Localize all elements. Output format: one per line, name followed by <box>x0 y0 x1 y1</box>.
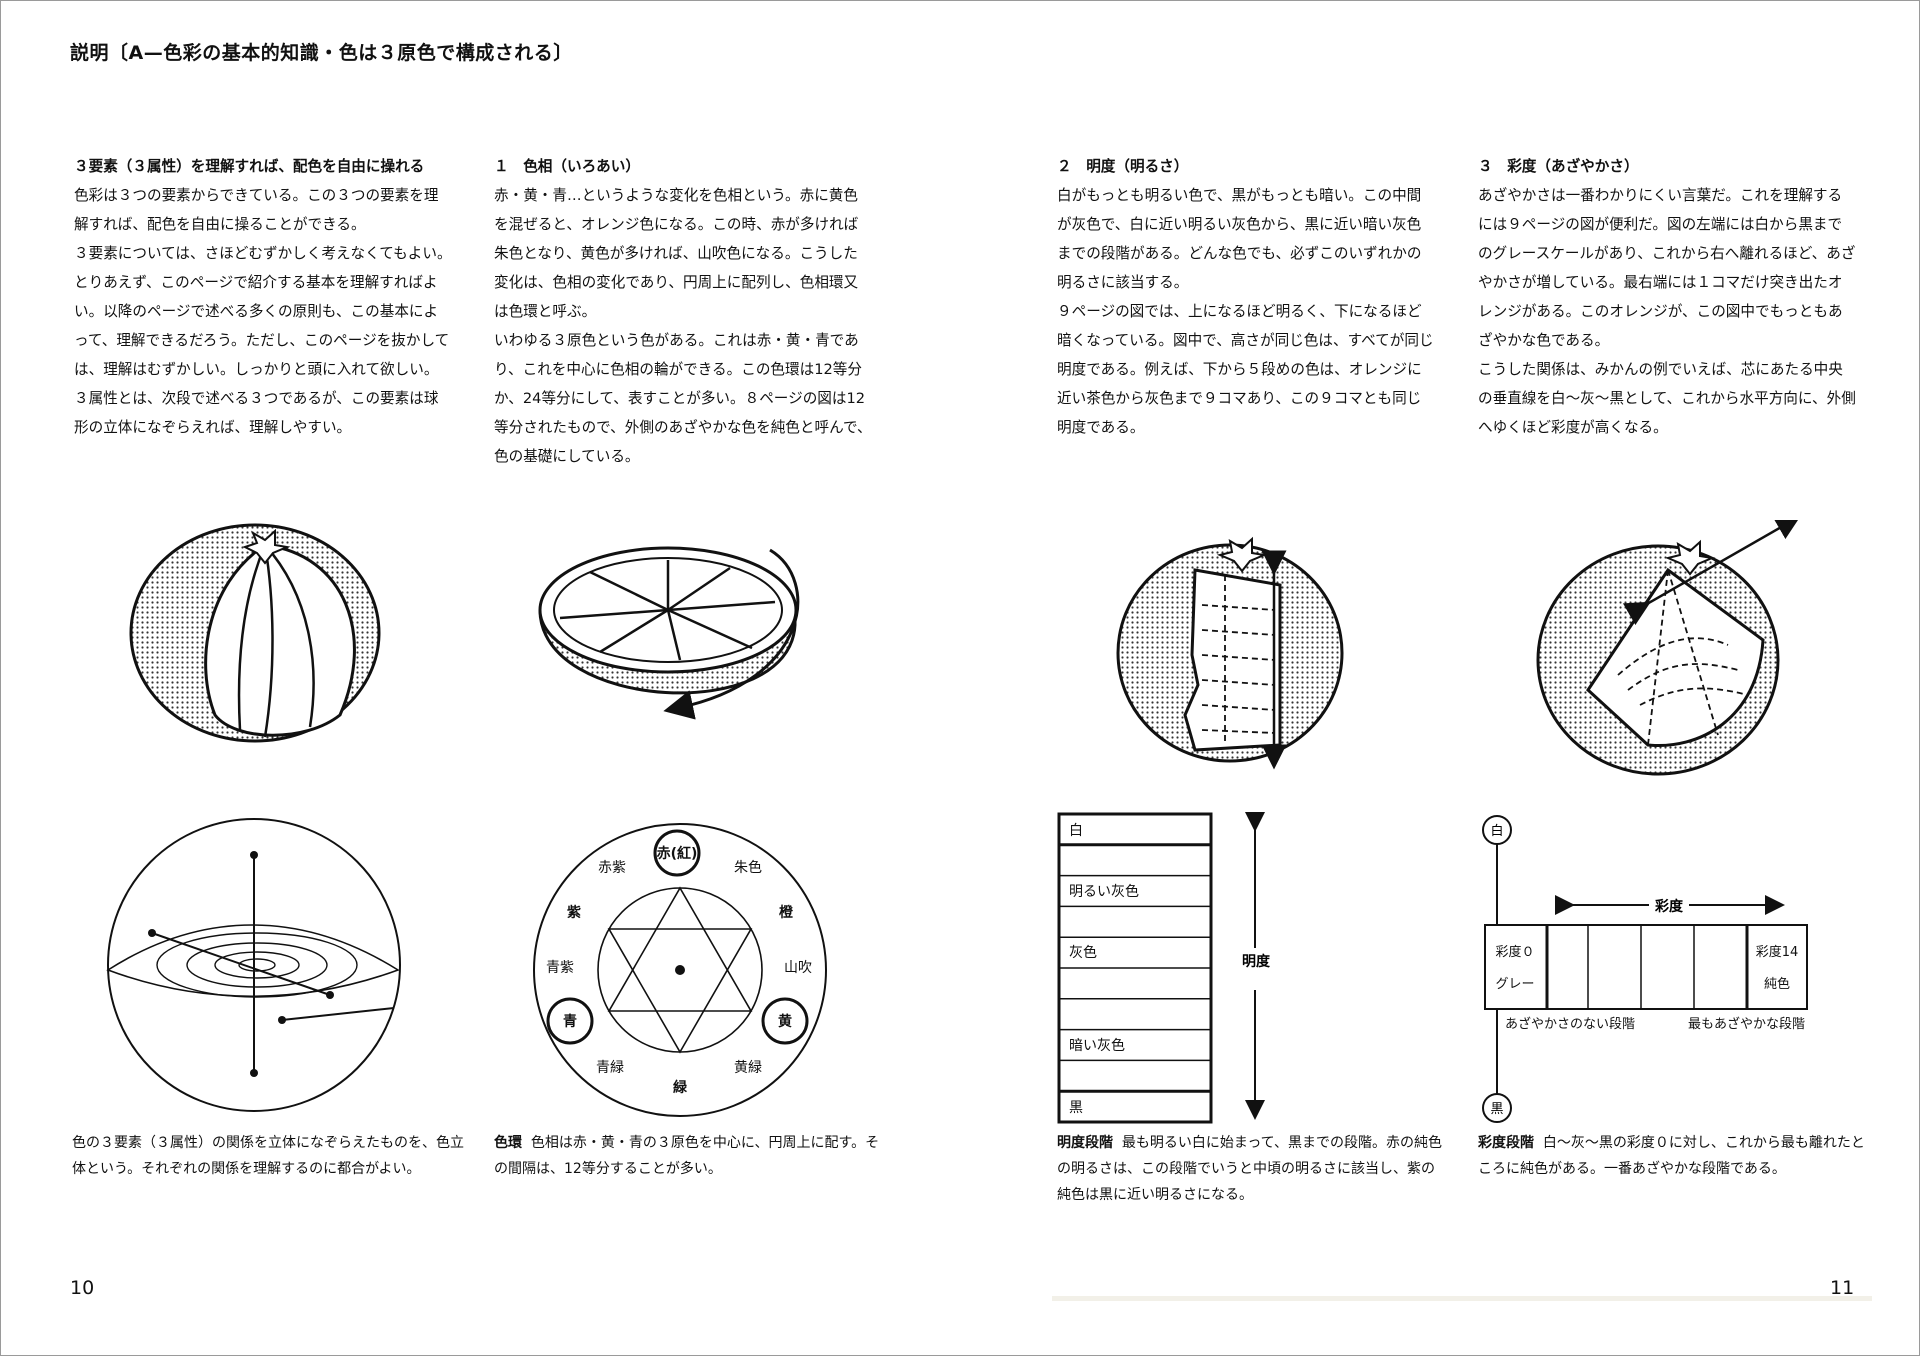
wheel-label-vermilion: 朱色 <box>734 859 762 876</box>
color-solid-sphere-diagram <box>106 818 401 1112</box>
wheel-label-yamabuki: 山吹 <box>784 960 812 976</box>
caption-chroma-scale: 彩度段階 白〜灰〜黒の彩度０に対し、これから最も離れたところに純色がある。一番あ… <box>1478 1130 1868 1182</box>
column-heading: １ 色相（いろあい） <box>494 158 640 175</box>
orange-lightness-illustration <box>1116 536 1344 770</box>
wheel-label-red: 赤(紅) <box>657 845 698 862</box>
text-column-1: ３要素（３属性）を理解すれば、配色を自由に操れる 色彩は３つの要素からできている… <box>74 152 452 442</box>
page-title: 説明〔A—色彩の基本的知識・色は３原色で構成される〕 <box>70 42 573 64</box>
wheel-label-blue-violet: 青紫 <box>546 960 574 976</box>
chroma-axis-label: 彩度 <box>1654 898 1684 915</box>
value-axis-label: 明度 <box>1242 953 1271 970</box>
caption-text: 白〜灰〜黒の彩度０に対し、これから最も離れたところに純色がある。一番あざやかな段… <box>1478 1135 1865 1177</box>
caption-color-solid: 色の３要素（３属性）の関係を立体になぞらえたものを、色立体という。それぞれの関係… <box>72 1130 467 1182</box>
wheel-label-green: 緑 <box>673 1079 688 1096</box>
value-row-label: 暗い灰色 <box>1069 1037 1125 1054</box>
caption-bold: 彩度段階 <box>1478 1135 1534 1151</box>
text-column-2: １ 色相（いろあい） 赤・黄・青…というような変化を色相という。赤に黄色を混ぜる… <box>494 152 872 471</box>
chroma-left-label-1: 彩度０ <box>1495 944 1534 960</box>
chroma-left-label-2: グレー <box>1495 977 1534 992</box>
caption-text: 色相は赤・黄・青の３原色を中心に、円周上に配す。その間隔は、12等分することが多… <box>494 1135 880 1177</box>
wheel-label-blue-green: 青緑 <box>596 1060 624 1076</box>
column-heading: ２ 明度（明るさ） <box>1057 158 1189 175</box>
chroma-scale-diagram: 白 黒 彩度 彩度０ グレー 彩度14 純色 あざやかさのない段階 最もあざやか… <box>1482 815 1808 1123</box>
column-heading: ３ 彩度（あざやかさ） <box>1478 158 1639 175</box>
column-heading: ３要素（３属性）を理解すれば、配色を自由に操れる <box>74 158 425 175</box>
column-body: 色彩は３つの要素からできている。この３つの要素を理解すれば、配色を自由に操ること… <box>74 187 452 436</box>
value-scale-diagram: 白 明るい灰色 灰色 暗い灰色 黒 明度 <box>1057 812 1271 1124</box>
caption-text: 最も明るい白に始まって、黒までの段階。赤の純色の明るさは、この段階でいうと中頃の… <box>1057 1135 1442 1203</box>
column-body: 白がもっとも明るい色で、黒がもっとも暗い。この中間が灰色で、白に近い明るい灰色か… <box>1057 187 1434 436</box>
chroma-right-label-1: 彩度14 <box>1756 944 1799 960</box>
wheel-label-orange: 橙 <box>779 904 794 921</box>
chroma-bottom-label: 黒 <box>1490 1102 1503 1117</box>
color-wheel-diagram: 赤(紅) 朱色 橙 山吹 黄 黄緑 緑 青緑 青 青紫 紫 赤紫 <box>533 823 827 1117</box>
page-number-right: 11 <box>1830 1277 1855 1299</box>
column-body: あざやかさは一番わかりにくい言葉だ。これを理解するには９ページの図が便利だ。図の… <box>1478 187 1856 436</box>
caption-value-scale: 明度段階 最も明るい白に始まって、黒までの段階。赤の純色の明るさは、この段階でい… <box>1057 1130 1447 1208</box>
footer-strip <box>1052 1296 1872 1301</box>
column-body: 赤・黄・青…というような変化を色相という。赤に黄色を混ぜると、オレンジ色になる。… <box>494 187 872 465</box>
orange-whole-illustration <box>129 523 381 743</box>
value-row-label: 灰色 <box>1069 944 1097 961</box>
caption-text: 色の３要素（３属性）の関係を立体になぞらえたものを、色立体という。それぞれの関係… <box>72 1135 464 1177</box>
caption-color-wheel: 色環 色相は赤・黄・青の３原色を中心に、円周上に配す。その間隔は、12等分するこ… <box>494 1130 884 1182</box>
text-column-3: ２ 明度（明るさ） 白がもっとも明るい色で、黒がもっとも暗い。この中間が灰色で、… <box>1057 152 1435 442</box>
wheel-label-yellow: 黄 <box>778 1013 792 1030</box>
chroma-below-right: 最もあざやかな段階 <box>1688 1016 1805 1032</box>
text-column-4: ３ 彩度（あざやかさ） あざやかさは一番わかりにくい言葉だ。これを理解するには９… <box>1478 152 1856 442</box>
wheel-label-yellow-green: 黄緑 <box>734 1059 762 1076</box>
orange-chroma-illustration <box>1536 520 1798 776</box>
wheel-label-blue: 青 <box>563 1013 577 1030</box>
chroma-below-left: あざやかさのない段階 <box>1505 1016 1635 1032</box>
orange-sliced-hue-illustration <box>538 546 800 720</box>
caption-bold: 明度段階 <box>1057 1135 1113 1151</box>
wheel-label-red-violet: 赤紫 <box>598 860 626 876</box>
wheel-label-violet: 紫 <box>567 904 581 921</box>
value-row-label: 明るい灰色 <box>1069 883 1139 900</box>
chroma-top-label: 白 <box>1490 823 1503 839</box>
value-row-label: 黒 <box>1069 1100 1083 1116</box>
value-row-label: 白 <box>1069 823 1083 839</box>
caption-bold: 色環 <box>494 1135 522 1151</box>
chroma-right-label-2: 純色 <box>1764 976 1790 992</box>
page-number-left: 10 <box>70 1277 95 1299</box>
